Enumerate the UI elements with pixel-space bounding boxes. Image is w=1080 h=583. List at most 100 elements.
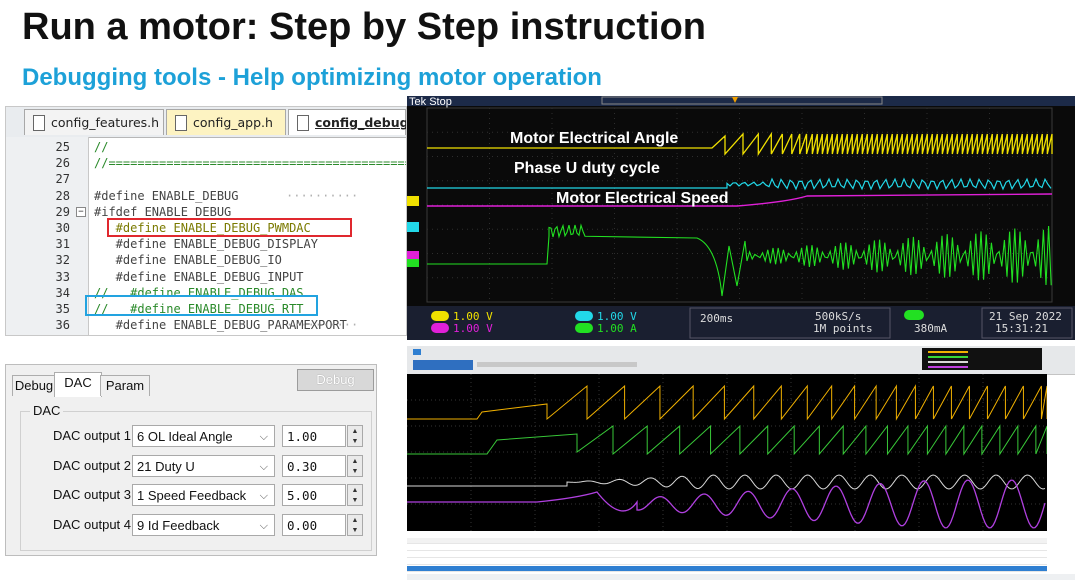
dac-output-select[interactable]: 9 Id Feedback⌵ xyxy=(132,513,275,536)
fold-toggle-icon[interactable]: − xyxy=(76,206,86,217)
code-text: // #define ENABLE_DEBUG_RTT xyxy=(94,302,304,316)
table-row-selected[interactable] xyxy=(407,566,1047,572)
file-icon xyxy=(297,115,309,131)
dac-gain-spinner[interactable]: ▲▼ xyxy=(347,484,363,506)
channel-legend xyxy=(922,348,1042,370)
ch1-marker xyxy=(407,196,419,206)
sample-rate: 500kS/s xyxy=(815,310,862,323)
spin-up-icon[interactable]: ▲ xyxy=(351,457,359,465)
channel-badge-icon xyxy=(431,311,449,321)
software-scope-plot xyxy=(407,374,1048,531)
whitespace-dots: ·········· xyxy=(286,188,359,203)
select-value: 21 Duty U xyxy=(137,458,195,474)
dac-groupbox xyxy=(20,411,372,551)
editor-tab-bar: config_features.h config_app.h config_de… xyxy=(6,107,406,138)
code-line[interactable]: 33 #define ENABLE_DEBUG_INPUT xyxy=(6,269,406,285)
chevron-down-icon[interactable]: ⌵ xyxy=(259,490,268,502)
scope-top-bar xyxy=(407,96,1075,106)
tab-param[interactable]: Param xyxy=(100,375,150,396)
tab-config-debug[interactable]: config_debug.h xyxy=(288,109,406,135)
code-text: //======================================… xyxy=(94,156,406,171)
trace-phase-current xyxy=(427,223,1052,297)
trace-speed xyxy=(407,474,1046,490)
table-row[interactable] xyxy=(407,552,1047,558)
app-icon xyxy=(413,349,421,355)
tab-config-app[interactable]: config_app.h xyxy=(166,109,286,135)
dac-output-label: DAC output 3 xyxy=(52,487,131,502)
select-value: 6 OL Ideal Angle xyxy=(137,429,233,444)
scope-status-strip xyxy=(407,306,1075,340)
chevron-down-icon[interactable]: ⌵ xyxy=(259,431,268,443)
chevron-down-icon[interactable]: ⌵ xyxy=(259,519,268,532)
code-line[interactable]: 30 #define ENABLE_DEBUG_PWMDAC xyxy=(6,220,406,236)
timebase: 200ms xyxy=(700,312,734,325)
code-text: #define ENABLE_DEBUG_INPUT xyxy=(94,269,304,284)
dac-gain-spinner[interactable]: ▲▼ xyxy=(347,425,363,447)
oscilloscope-plot xyxy=(407,96,1075,340)
spin-down-icon[interactable]: ▼ xyxy=(351,526,359,534)
code-line[interactable]: 27 xyxy=(6,171,406,187)
code-text: #ifdef ENABLE_DEBUG xyxy=(94,204,232,219)
chevron-down-icon[interactable]: ⌵ xyxy=(259,460,268,473)
ch3-marker xyxy=(407,251,419,261)
dac-output-label: DAC output 4 xyxy=(52,516,131,532)
dac-output-select[interactable]: 1 Speed Feedback⌵ xyxy=(132,484,275,506)
dac-gain-input[interactable]: 5.00 xyxy=(282,484,346,506)
trace-motor-electrical-speed xyxy=(427,193,1053,207)
datetime-box xyxy=(981,307,1073,339)
whitespace-dots: ·········· xyxy=(286,318,359,333)
spin-up-icon[interactable]: ▲ xyxy=(351,428,359,435)
toolbar-controls[interactable] xyxy=(477,362,637,367)
symbol-table[interactable] xyxy=(407,536,1075,580)
code-line[interactable]: 36 #define ENABLE_DEBUG_PARAMEXPORT·····… xyxy=(6,317,406,333)
tab-label: config_features.h xyxy=(51,115,160,130)
table-header xyxy=(407,538,1047,544)
dac-gain-input[interactable]: 0.30 xyxy=(282,454,346,477)
spin-up-icon[interactable]: ▲ xyxy=(351,487,359,494)
ch2-scale: 1.00 V xyxy=(597,310,637,323)
channel-badge-icon xyxy=(575,323,593,333)
code-line[interactable]: 29−#ifdef ENABLE_DEBUG xyxy=(6,204,406,220)
spin-down-icon[interactable]: ▼ xyxy=(351,497,359,504)
tab-debug[interactable]: Debug xyxy=(12,375,56,396)
label-phase-u-duty: Phase U duty cycle xyxy=(514,160,660,177)
code-line[interactable]: 32 #define ENABLE_DEBUG_IO xyxy=(6,252,406,268)
file-icon xyxy=(33,115,45,131)
debug-button[interactable]: Debug xyxy=(297,369,374,391)
code-text: #define ENABLE_DEBUG_PWMDAC xyxy=(94,221,311,235)
software-scope-toolbar[interactable] xyxy=(407,346,1075,375)
table-row[interactable] xyxy=(407,559,1047,565)
dac-output-select[interactable]: 21 Duty U ⌵ xyxy=(132,454,275,477)
dac-gain-input[interactable]: 1.00 xyxy=(282,425,346,447)
oscilloscope-screen: Tek Stop Motor Electrical Angle Phase U … xyxy=(407,96,1075,340)
dac-output-select[interactable]: 6 OL Ideal Angle ⌵ xyxy=(132,425,275,447)
line-number: 32 xyxy=(55,253,70,268)
dac-gain-input[interactable]: 0.00 xyxy=(282,513,346,536)
code-line[interactable]: 25// xyxy=(6,139,406,155)
tab-dac[interactable]: DAC xyxy=(54,372,102,397)
spin-down-icon[interactable]: ▼ xyxy=(351,467,359,475)
code-text: #define ENABLE_DEBUG_PARAMEXPORT xyxy=(94,318,347,333)
code-line[interactable]: 31 #define ENABLE_DEBUG_DISPLAY xyxy=(6,236,406,252)
dac-group-title: DAC xyxy=(30,403,64,418)
scope-date: 21 Sep 2022 xyxy=(989,310,1062,323)
channel-badge-icon xyxy=(575,311,593,321)
tab-label: config_app.h xyxy=(193,115,273,130)
code-line[interactable]: 35 // #define ENABLE_DEBUG_RTT xyxy=(6,301,406,317)
line-number: 28 xyxy=(55,188,70,203)
scope-time: 15:31:21 xyxy=(995,322,1048,335)
line-number: 35 xyxy=(55,302,70,316)
toolbar-buttons[interactable] xyxy=(413,360,473,370)
software-scope-window xyxy=(407,346,1075,580)
trace-phase-u-duty xyxy=(427,177,1052,191)
dac-gain-spinner[interactable]: ▲▼ xyxy=(347,513,363,536)
spin-up-icon[interactable]: ▲ xyxy=(351,516,359,524)
table-row[interactable] xyxy=(407,545,1047,551)
dac-gain-spinner[interactable]: ▲▼ xyxy=(347,454,363,477)
line-number: 30 xyxy=(55,221,70,235)
code-line[interactable]: 28#define ENABLE_DEBUG·········· xyxy=(6,188,406,204)
tab-config-features[interactable]: config_features.h xyxy=(24,109,164,135)
code-line[interactable]: 26//====================================… xyxy=(6,155,406,171)
ch2-marker xyxy=(407,222,419,232)
spin-down-icon[interactable]: ▼ xyxy=(351,438,359,445)
